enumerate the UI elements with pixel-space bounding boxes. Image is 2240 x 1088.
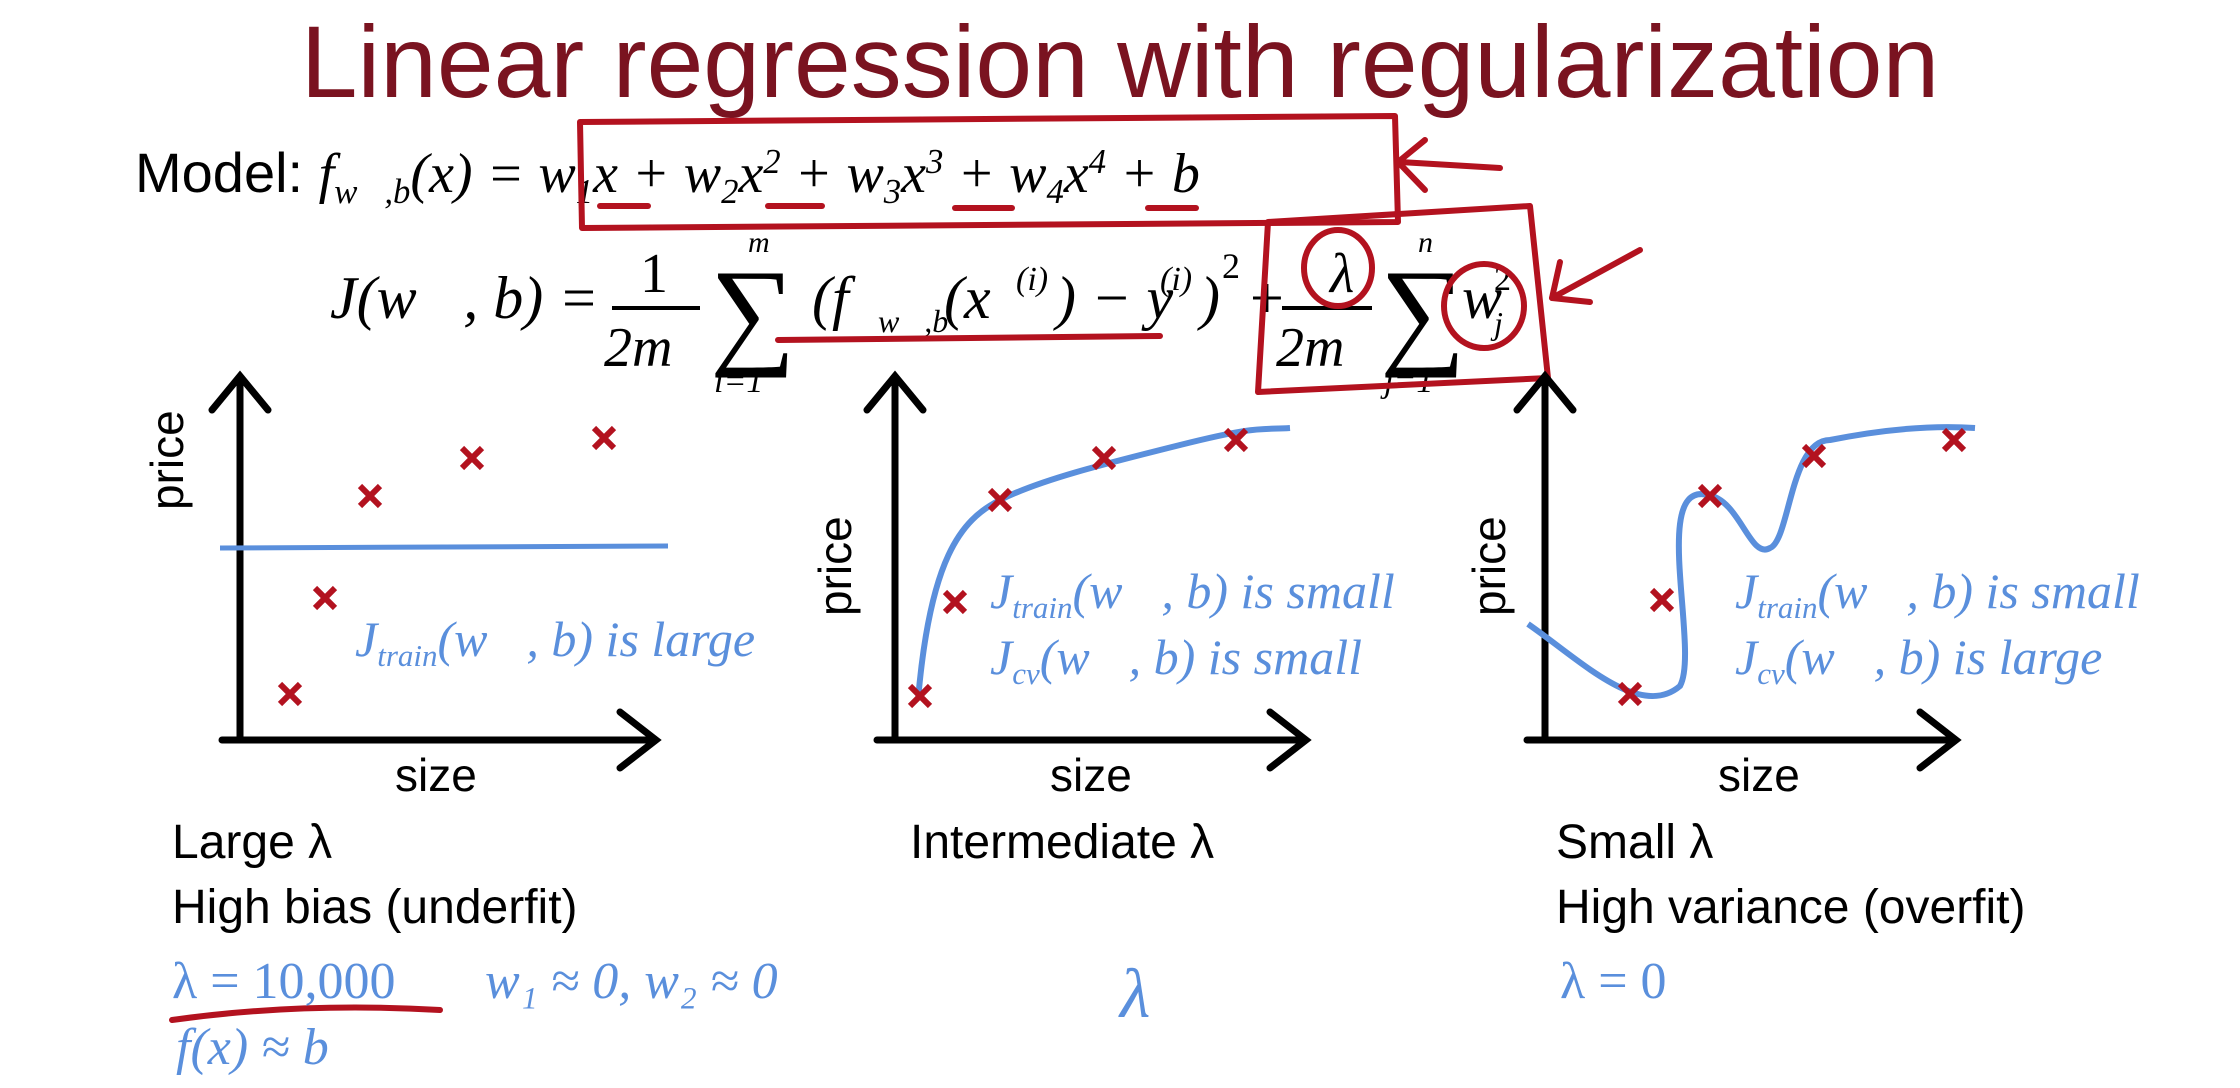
svg-text:1: 1 xyxy=(640,243,668,305)
plot-1-fit-line xyxy=(219,543,669,551)
plot-2-note-2: Jcv(w⃗, b) is small xyxy=(990,629,1362,691)
model-equation: Model: fw⃗,b(x) = w1x + w2x2 + w3x3 + w4… xyxy=(135,141,1200,212)
plot-2-point xyxy=(907,683,933,709)
svg-text:w: w xyxy=(1462,265,1502,331)
lambda-underline xyxy=(169,1004,443,1023)
svg-text:∑: ∑ xyxy=(1380,245,1466,378)
cost-function-svg: J(w⃗, b) = 1 2m ∑ m i=1 (f w⃗,b (x⃗ (i) … xyxy=(330,226,1511,400)
plot-3-fit-curve xyxy=(1526,424,1976,700)
arrow-head-model xyxy=(1395,137,1428,193)
plot-2-caption-1: Intermediate λ xyxy=(910,816,1215,869)
plot-2-point xyxy=(1091,445,1117,471)
plot-1-caption-2: High bias (underfit) xyxy=(172,881,578,934)
plot-3-lambda-value: λ = 0 xyxy=(1560,953,1667,1010)
plot-3-note-2: Jcv(w⃗, b) is large xyxy=(1735,629,2103,691)
plot-3-point xyxy=(1617,681,1643,707)
plot-2-xlabel: size xyxy=(1050,749,1132,801)
plot-2-point xyxy=(942,589,968,615)
page-title: Linear regression with regularization xyxy=(300,5,1940,119)
arrow-to-wj xyxy=(1549,247,1643,301)
lambda-circle xyxy=(1301,227,1375,309)
svg-text:(i): (i) xyxy=(1016,261,1048,298)
plot-1-lambda-value: λ = 10,000 xyxy=(172,953,396,1010)
plot-2-ylabel: price xyxy=(809,516,861,616)
svg-text:(f: (f xyxy=(812,265,856,331)
svg-text:w⃗,b: w⃗,b xyxy=(878,303,948,339)
regularization-box xyxy=(1255,203,1551,395)
plot-3-point xyxy=(1697,483,1723,509)
svg-text:2m: 2m xyxy=(604,317,672,379)
svg-text:j: j xyxy=(1490,305,1503,341)
plot-1-xlabel: size xyxy=(395,749,477,801)
plot-3-points xyxy=(1617,427,1967,707)
model-box xyxy=(577,113,1401,231)
plot-3-ylabel: price xyxy=(1463,516,1515,616)
plot-1-point xyxy=(591,425,617,451)
plot-3-point xyxy=(1801,443,1827,469)
plot-1-caption-1: Large λ xyxy=(172,816,333,869)
plot-1-ylabel: price xyxy=(141,410,193,510)
svg-text:n: n xyxy=(1418,226,1433,259)
plot-2-point xyxy=(987,487,1013,513)
wj-circle xyxy=(1441,261,1527,351)
svg-text:(x⃗: (x⃗ xyxy=(944,265,1037,331)
plot-3-xlabel: size xyxy=(1718,749,1800,801)
svg-text:) − y: ) − y xyxy=(1053,265,1173,331)
svg-text:λ: λ xyxy=(1328,243,1354,305)
plot-3-note-1: Jtrain(w⃗, b) is small xyxy=(1735,563,2140,625)
svg-text:): ) xyxy=(1197,265,1220,331)
plot-1-note: Jtrain(w⃗, b) is large xyxy=(355,611,756,673)
plot-1-extra-note: w₁ ≈ 0, w₂ ≈ 0 xyxy=(485,953,778,1010)
svg-text:(i): (i) xyxy=(1160,261,1192,298)
plot-2-point xyxy=(1223,427,1249,453)
svg-text:J(w⃗, b) =: J(w⃗, b) = xyxy=(330,265,599,331)
plot-1-point xyxy=(312,585,338,611)
plot-3 xyxy=(1513,370,1976,772)
plot-2-note-1: Jtrain(w⃗, b) is small xyxy=(990,563,1395,625)
plot-1-point xyxy=(277,681,303,707)
plot-1 xyxy=(208,370,669,772)
arrow-to-model xyxy=(1397,159,1503,171)
svg-text:2m: 2m xyxy=(1276,317,1344,379)
plot-1-point xyxy=(357,483,383,509)
plot-3-point xyxy=(1649,587,1675,613)
svg-text:∑: ∑ xyxy=(710,245,796,378)
plot-2-points xyxy=(907,427,1249,709)
svg-text:m: m xyxy=(748,226,770,259)
plot-2-lambda-symbol: λ xyxy=(1120,956,1151,1033)
plot-2 xyxy=(863,370,1312,772)
plot-3-point xyxy=(1941,427,1967,453)
svg-text:2: 2 xyxy=(1222,246,1240,286)
plot-1-approx-note: f(x) ≈ b xyxy=(176,1019,329,1076)
plot-1-points xyxy=(277,425,617,707)
plot-3-caption-2: High variance (overfit) xyxy=(1556,881,2026,934)
plot-3-caption-1: Small λ xyxy=(1556,816,1714,869)
plot-1-point xyxy=(459,445,485,471)
model-label: Model: xyxy=(135,141,304,204)
svg-text:i=1: i=1 xyxy=(714,363,763,400)
